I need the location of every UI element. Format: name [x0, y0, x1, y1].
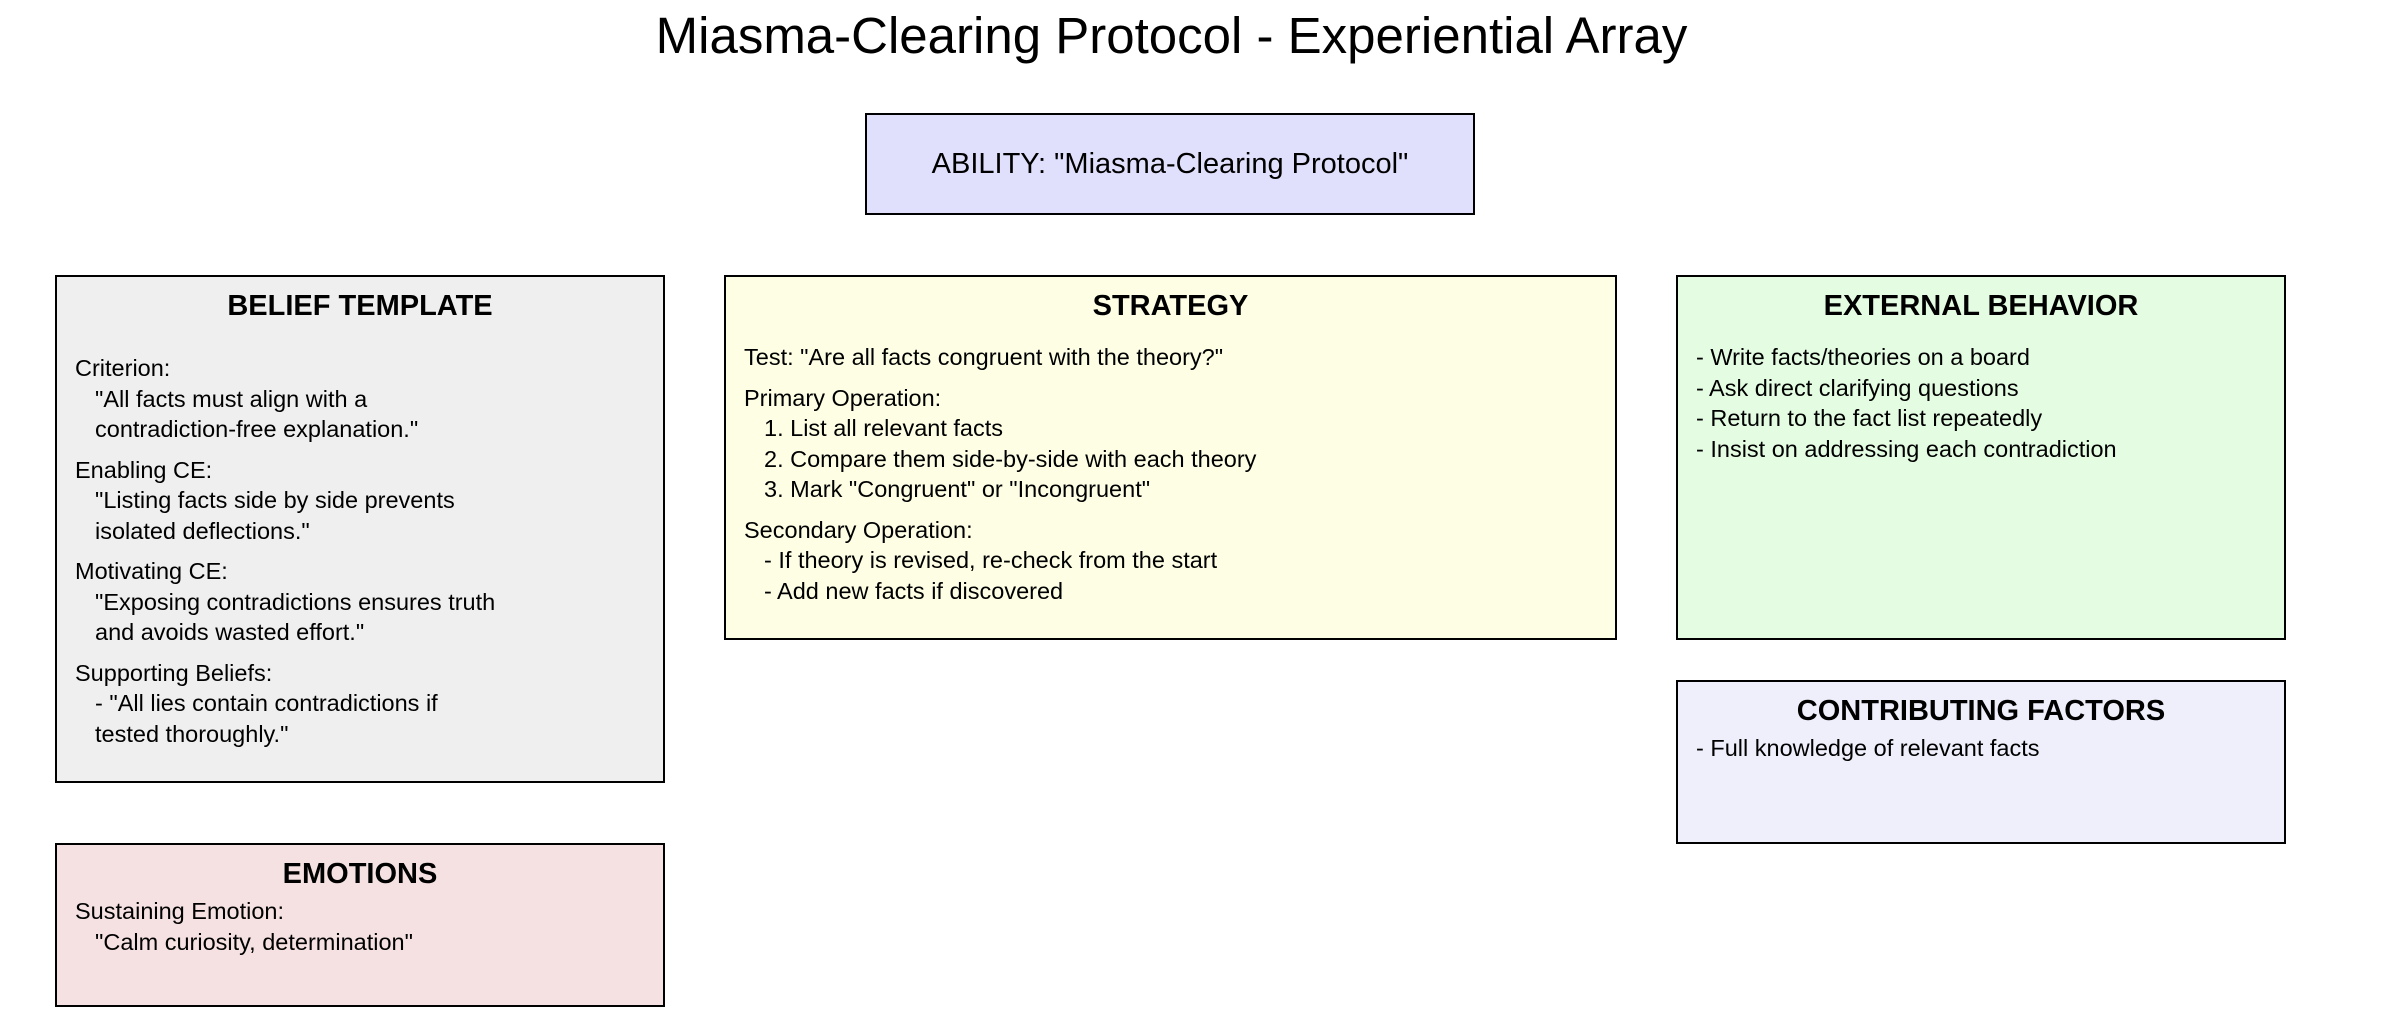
primary-operation-item: 2. Compare them side-by-side with each t… [764, 445, 1257, 472]
motivating-ce-text-line-1: "Exposing contradictions ensures truth [95, 588, 496, 615]
emotions-heading: EMOTIONS [282, 858, 438, 890]
belief-template-heading: BELIEF TEMPLATE [227, 290, 493, 322]
secondary-operation-item: - Add new facts if discovered [764, 577, 1064, 604]
external-behavior-item: - Return to the fact list repeatedly [1696, 405, 2043, 431]
strategy-box: STRATEGY Test: "Are all facts congruent … [724, 275, 1617, 640]
enabling-ce-label: Enabling CE: [75, 456, 213, 483]
external-behavior-item: - Write facts/theories on a board [1696, 344, 2030, 370]
contributing-factors-box: CONTRIBUTING FACTORS - Full knowledge of… [1676, 680, 2286, 844]
external-behavior-box: EXTERNAL BEHAVIOR - Write facts/theories… [1676, 275, 2286, 640]
ability-label: ABILITY: "Miasma-Clearing Protocol" [931, 147, 1409, 180]
belief-template-box: BELIEF TEMPLATE Criterion: "All facts mu… [55, 275, 665, 783]
contributing-factor-item: - Full knowledge of relevant facts [1696, 735, 2040, 761]
motivating-ce-label: Motivating CE: [75, 558, 228, 584]
emotions-box: EMOTIONS Sustaining Emotion: "Calm curio… [55, 843, 665, 1007]
external-behavior-heading: EXTERNAL BEHAVIOR [1823, 290, 2139, 322]
supporting-beliefs-text-line-2: tested thoroughly." [95, 720, 289, 747]
sustaining-emotion-value: "Calm curiosity, determination" [95, 928, 413, 955]
criterion-label: Criterion: [75, 355, 171, 381]
primary-operation-item: 3. Mark "Congruent" or "Incongruent" [764, 476, 1151, 502]
external-behavior-item: - Insist on addressing each contradictio… [1696, 435, 2117, 462]
ability-box: ABILITY: "Miasma-Clearing Protocol" [865, 113, 1475, 215]
supporting-beliefs-text-line-1: - "All lies contain contradictions if [95, 690, 438, 716]
strategy-heading: STRATEGY [1092, 290, 1249, 322]
criterion-text-line-1: "All facts must align with a [95, 385, 368, 412]
sustaining-emotion-label: Sustaining Emotion: [75, 898, 285, 924]
diagram-title: Miasma-Clearing Protocol - Experiential … [655, 7, 1688, 64]
secondary-operation-item: - If theory is revised, re-check from th… [764, 547, 1218, 573]
strategy-test: Test: "Are all facts congruent with the … [744, 344, 1224, 370]
secondary-operation-label: Secondary Operation: [744, 516, 973, 543]
enabling-ce-text-line-1: "Listing facts side by side prevents [95, 487, 455, 513]
contributing-factors-heading: CONTRIBUTING FACTORS [1796, 695, 2166, 727]
primary-operation-item: 1. List all relevant facts [764, 415, 1004, 441]
criterion-text-line-2: contradiction-free explanation." [95, 416, 419, 442]
primary-operation-label: Primary Operation: [744, 384, 942, 411]
supporting-beliefs-label: Supporting Beliefs: [75, 659, 273, 686]
external-behavior-item: - Ask direct clarifying questions [1696, 374, 2019, 401]
motivating-ce-text-line-2: and avoids wasted effort." [95, 619, 365, 645]
enabling-ce-text-line-2: isolated deflections." [95, 517, 310, 544]
